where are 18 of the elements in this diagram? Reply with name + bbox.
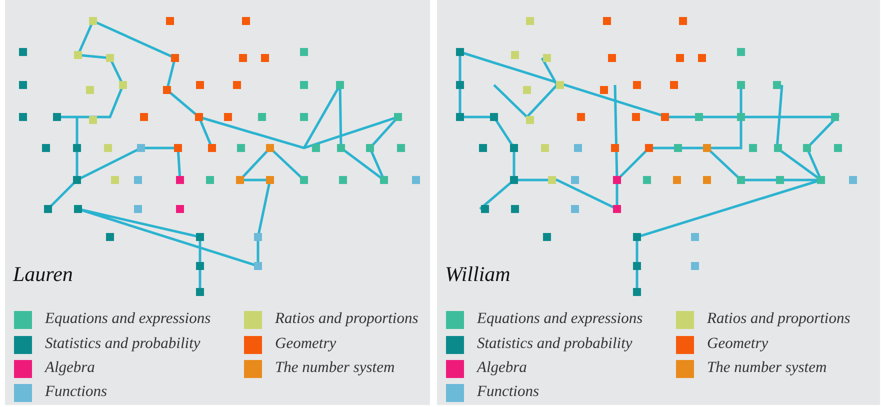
chart-panel (5, 0, 430, 405)
legend-label: Equations and expressions (45, 310, 211, 328)
panel-title: William (445, 262, 510, 287)
legend-label: The number system (707, 359, 827, 377)
panel-title: Lauren (13, 262, 73, 287)
legend-label: Ratios and proportions (707, 310, 850, 328)
legend-label: Geometry (707, 335, 768, 353)
legend-label: Geometry (275, 335, 336, 353)
legend-label: Equations and expressions (477, 310, 643, 328)
legend-label: Statistics and probability (45, 335, 200, 353)
legend-label: Statistics and probability (477, 335, 632, 353)
legend-label: Functions (45, 383, 107, 401)
legend-label: Algebra (477, 359, 527, 377)
legend-label: Functions (477, 383, 539, 401)
chart-panel (437, 0, 880, 405)
legend-label: Algebra (45, 359, 95, 377)
legend-label: The number system (275, 359, 395, 377)
legend-label: Ratios and proportions (275, 310, 418, 328)
